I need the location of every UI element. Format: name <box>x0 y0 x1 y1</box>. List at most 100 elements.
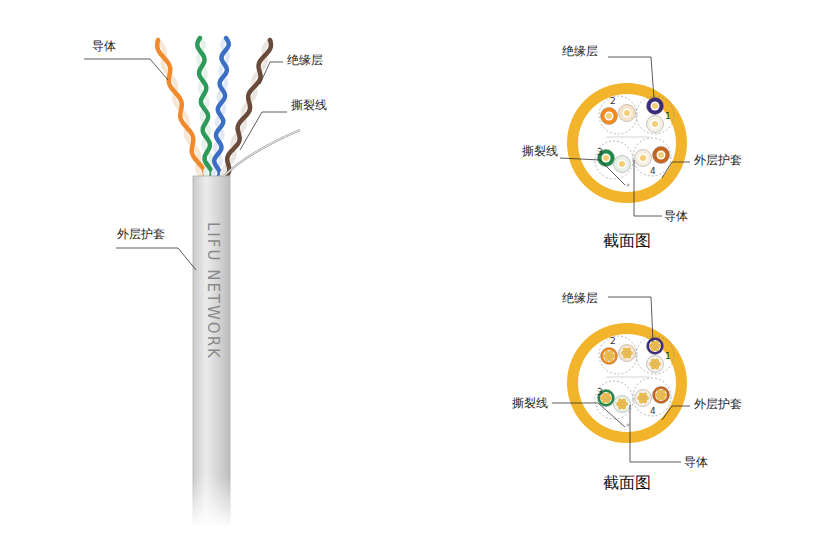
part-label: 导体 <box>664 210 688 223</box>
strand <box>651 359 655 363</box>
callout-number: 1 <box>665 352 671 362</box>
strand <box>627 348 631 352</box>
strand <box>655 365 659 369</box>
conductor <box>619 161 625 167</box>
insulation <box>653 387 670 404</box>
insulation <box>601 348 618 365</box>
strand <box>623 348 627 352</box>
insulation <box>635 390 652 407</box>
strand <box>605 351 609 355</box>
cross-separator <box>606 377 650 378</box>
strand <box>643 393 647 397</box>
pair-outline <box>595 141 633 179</box>
caption: 截面图 <box>603 474 651 492</box>
callout-number: 2 <box>610 337 616 347</box>
conductor <box>603 350 615 362</box>
conductor <box>657 151 666 160</box>
rip-cord <box>224 130 300 176</box>
part-label: 撕裂线 <box>512 397 548 410</box>
wire <box>198 38 211 180</box>
conductor <box>652 103 658 109</box>
conductor <box>621 347 633 359</box>
pair-outline <box>636 96 674 134</box>
strand <box>639 393 643 397</box>
conductor <box>649 340 661 352</box>
part-label: 外层护套 <box>117 228 165 241</box>
part-label: 绝缘层 <box>562 292 598 305</box>
insulation <box>601 108 618 125</box>
callout-number: 4 <box>650 407 656 417</box>
conductor <box>658 152 664 158</box>
strand <box>643 399 647 403</box>
pair-outline <box>636 336 674 374</box>
conductor <box>651 102 660 111</box>
pair-outline <box>599 336 637 374</box>
pair-outline <box>595 381 633 419</box>
twisted-pairs <box>595 96 674 427</box>
callout-number: 1 <box>665 112 671 122</box>
cross-section <box>567 83 687 203</box>
strand <box>657 390 661 394</box>
callout-number: 2 <box>610 97 616 107</box>
conductor <box>602 154 611 163</box>
cross-separator <box>606 137 650 138</box>
rip-cord <box>626 183 629 186</box>
insulation <box>614 156 631 173</box>
conductor <box>624 110 630 116</box>
conductor <box>649 358 661 370</box>
pair-outline <box>633 378 671 416</box>
conductor <box>606 113 612 119</box>
insulation <box>614 396 631 413</box>
pair-outline <box>599 96 637 134</box>
wire <box>197 38 212 180</box>
brand-print: LIFU NETWORK <box>205 222 222 360</box>
strand <box>618 399 622 403</box>
wire <box>223 40 271 180</box>
conductor <box>651 120 660 129</box>
strand <box>661 390 665 394</box>
part-label: 撕裂线 <box>291 99 327 112</box>
leader-lines <box>84 57 690 462</box>
wire-pairs <box>157 38 271 180</box>
insulation <box>647 116 664 133</box>
conductor <box>652 121 658 127</box>
strand <box>602 393 606 397</box>
part-label: 绝缘层 <box>562 45 598 58</box>
insulation <box>653 147 670 164</box>
strand <box>627 354 631 358</box>
conductor <box>655 389 667 401</box>
conductor <box>616 398 628 410</box>
conductor <box>623 109 632 118</box>
insulation <box>647 98 664 115</box>
callout-number: 3 <box>597 388 603 398</box>
insulation <box>619 345 636 362</box>
conductor <box>605 112 614 121</box>
conductor <box>603 155 609 161</box>
conductor <box>618 160 627 169</box>
callout-number: 4 <box>650 167 656 177</box>
strand <box>606 393 610 397</box>
strand <box>609 351 613 355</box>
strand <box>655 347 659 351</box>
part-label: 导体 <box>684 456 708 469</box>
part-label: 外层护套 <box>694 398 742 411</box>
conductor <box>639 154 648 163</box>
strand <box>609 357 613 361</box>
strand <box>622 399 626 403</box>
part-label: 导体 <box>92 40 116 53</box>
strand <box>655 359 659 363</box>
rip-cord <box>626 423 629 426</box>
strand <box>606 399 610 403</box>
pair-outline <box>633 138 671 176</box>
insulation <box>647 356 664 373</box>
part-label: 外层护套 <box>694 154 742 167</box>
cross-section <box>567 323 687 443</box>
jacket-fade <box>190 176 233 528</box>
strand <box>622 405 626 409</box>
strand <box>655 341 659 345</box>
part-label: 撕裂线 <box>522 145 558 158</box>
insulation <box>647 338 664 355</box>
conductor <box>640 155 646 161</box>
callout-number: 3 <box>597 148 603 158</box>
